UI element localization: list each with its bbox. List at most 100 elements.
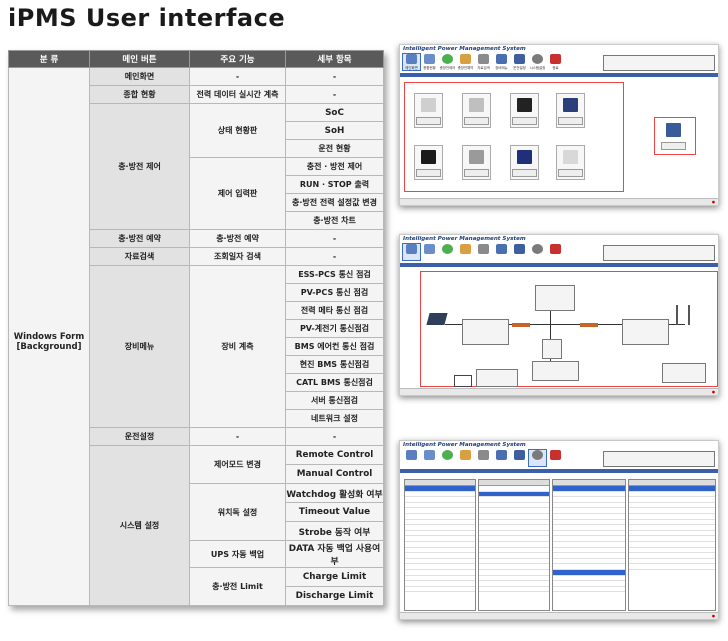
tool-main[interactable] <box>402 243 421 261</box>
settings-list-3[interactable] <box>552 479 626 611</box>
tool-run[interactable]: 운전설정 <box>511 54 528 70</box>
toolbar <box>402 243 564 261</box>
btn-run-setting: 운전설정 <box>89 427 190 446</box>
toolbar: 메인화면 종합현황 충방전제어 충방전예약 자료검색 장비메뉴 운전설정 시스템… <box>402 53 564 71</box>
header-category: 분 류 <box>8 50 90 68</box>
tool-overview[interactable] <box>421 450 438 466</box>
clock-icon <box>460 244 471 254</box>
network-box <box>654 117 696 155</box>
flow-arrow <box>512 323 530 327</box>
header-main-button: 메인 버튼 <box>89 50 190 68</box>
func-control-mode: 제어모드 변경 <box>189 445 286 484</box>
tool-overview[interactable]: 종합현황 <box>421 54 438 70</box>
clock-icon <box>460 54 471 64</box>
detail-soh: SoH <box>285 121 384 140</box>
tool-exit[interactable] <box>547 450 564 466</box>
settings-icon <box>532 244 543 254</box>
tool-chgctl[interactable] <box>439 244 456 260</box>
device-hj-bms[interactable] <box>462 145 491 180</box>
tool-run[interactable] <box>511 450 528 466</box>
tool-search[interactable]: 자료검색 <box>475 54 492 70</box>
monitor-icon <box>424 450 435 460</box>
gear-icon <box>514 244 525 254</box>
device-meter[interactable] <box>510 93 539 128</box>
network-icon <box>496 450 507 460</box>
device-pv-pcs[interactable] <box>462 93 491 128</box>
btn-main: 메인화면 <box>89 67 190 86</box>
power-flow-box <box>420 271 718 387</box>
server-icon <box>563 150 578 164</box>
tool-chgctl[interactable]: 충방전제어 <box>439 54 456 70</box>
tool-reserve[interactable] <box>457 244 474 260</box>
detail-run-stop: RUN · STOP 출력 <box>285 175 384 194</box>
settings-list-2[interactable] <box>478 479 550 611</box>
device-server[interactable] <box>556 145 585 180</box>
detail-ess-pcs: ESS-PCS 통신 점검 <box>285 265 384 284</box>
header-detail: 세부 항목 <box>285 50 384 68</box>
server-status: ● <box>711 614 715 618</box>
tool-label: 종료 <box>552 66 559 70</box>
app-title: Intelligent Power Management System <box>403 46 526 52</box>
btn-overview: 종합 현황 <box>89 85 190 104</box>
tool-equip[interactable]: 장비메뉴 <box>493 54 510 70</box>
device-caption <box>416 169 441 177</box>
battery-panel <box>476 369 518 387</box>
tool-system[interactable] <box>528 449 547 467</box>
status-panel <box>603 451 715 467</box>
detail-overview: - <box>285 85 384 104</box>
tool-chgctl[interactable] <box>439 450 456 466</box>
network-icon <box>666 123 681 137</box>
device-caption <box>464 117 489 125</box>
device-caption <box>512 117 537 125</box>
tool-search[interactable] <box>475 450 492 466</box>
tool-exit[interactable]: 종료 <box>547 54 564 70</box>
monitor-icon <box>424 54 435 64</box>
status-bar: ● <box>400 198 718 205</box>
func-limit: 충·방전 Limit <box>189 567 286 606</box>
detail-run-setting: - <box>285 427 384 446</box>
device-bms-aircon[interactable] <box>556 93 585 128</box>
tool-overview[interactable] <box>421 244 438 260</box>
func-reserve: 충·방전 예약 <box>189 229 286 248</box>
tool-label: 시스템설정 <box>529 66 546 70</box>
tool-search[interactable] <box>475 244 492 260</box>
tool-reserve[interactable] <box>457 450 474 466</box>
tool-main[interactable]: 메인화면 <box>402 53 421 71</box>
flow-arrow <box>580 323 598 327</box>
status-bar: ● <box>400 612 718 619</box>
tool-system[interactable]: 시스템설정 <box>529 54 546 70</box>
tool-equip[interactable] <box>493 450 510 466</box>
detail-hj-bms: 현진 BMS 통신점검 <box>285 355 384 374</box>
device-catl-bms[interactable] <box>510 145 539 180</box>
pcs-box <box>542 339 562 359</box>
device-caption <box>512 169 537 177</box>
home-icon <box>406 54 417 64</box>
tool-run[interactable] <box>511 244 528 260</box>
nav-bar <box>400 73 718 77</box>
detail-strobe: Strobe 동작 여부 <box>285 521 384 541</box>
detail-reserve: - <box>285 229 384 248</box>
device-caption <box>416 117 441 125</box>
bus-line <box>445 324 685 325</box>
settings-list-1[interactable] <box>404 479 476 611</box>
detail-search: - <box>285 247 384 266</box>
settings-detail-panel[interactable] <box>628 479 716 611</box>
tool-exit[interactable] <box>547 244 564 260</box>
device-network[interactable] <box>660 119 687 152</box>
tool-equip[interactable] <box>493 244 510 260</box>
search-icon <box>478 450 489 460</box>
detail-charge-limit: Charge Limit <box>285 567 384 587</box>
nav-bar <box>400 469 718 473</box>
device-caption <box>558 169 583 177</box>
device-ess-pcs[interactable] <box>414 93 443 128</box>
tool-main[interactable] <box>403 450 420 466</box>
tower-icon <box>676 305 690 325</box>
tool-reserve[interactable]: 충방전예약 <box>457 54 474 70</box>
network-icon <box>496 244 507 254</box>
func-watchdog: 워치독 설정 <box>189 483 286 541</box>
meter-icon <box>517 98 532 112</box>
device-pv-relay[interactable] <box>414 145 443 180</box>
func-main: - <box>189 67 286 86</box>
tool-label: 충방전예약 <box>457 66 474 70</box>
tool-system[interactable] <box>529 244 546 260</box>
